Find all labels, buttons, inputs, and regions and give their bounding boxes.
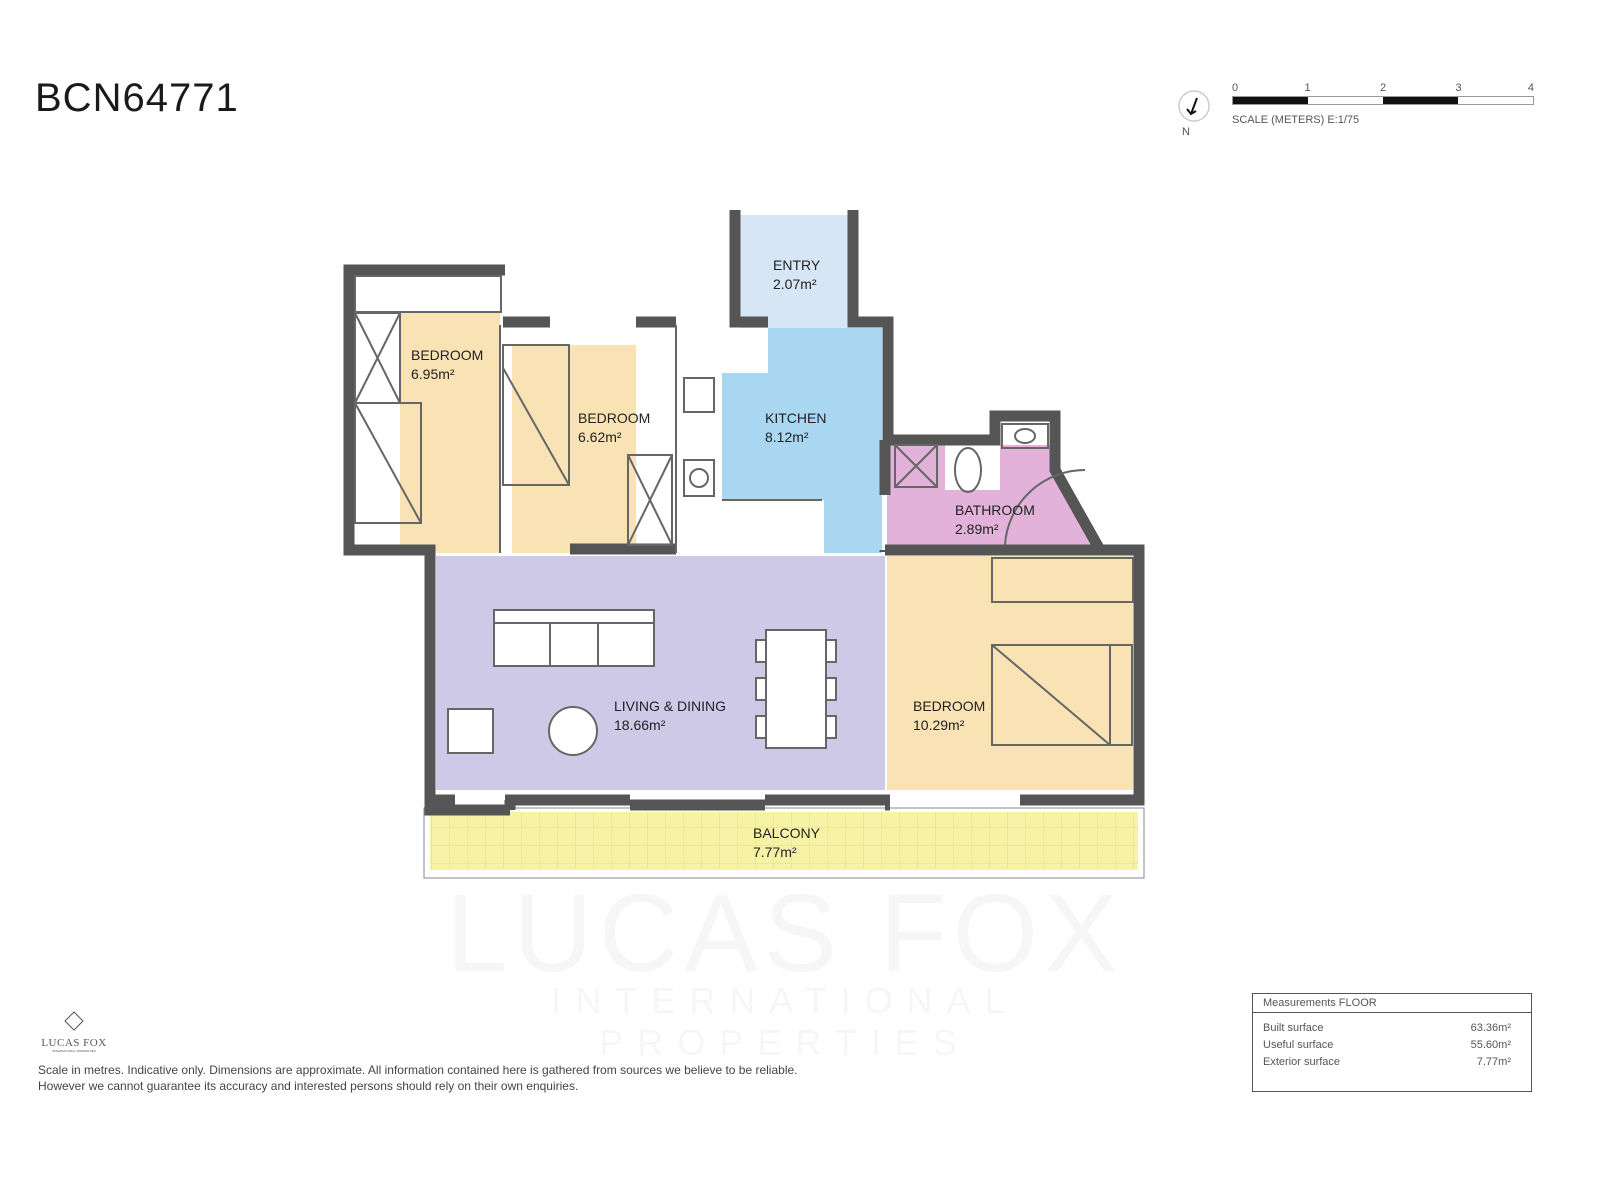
logo-sub: INTERNATIONAL PROPERTIES: [52, 1049, 96, 1053]
listing-reference-title: BCN64771: [35, 76, 239, 120]
measurement-value: 55.60m²: [1470, 1039, 1511, 1051]
diamond-logo-icon: [64, 1011, 84, 1031]
measurement-row: Built surface 63.36m²: [1253, 1020, 1531, 1037]
wall-segments: [430, 544, 1139, 810]
measurement-label: Exterior surface: [1263, 1056, 1341, 1068]
scale-tick: 1: [1304, 82, 1311, 94]
scale-tick: 0: [1231, 82, 1239, 94]
room-area-living: 18.66m²: [614, 717, 666, 733]
north-label: N: [1182, 126, 1190, 138]
room-name-bedroom-1: BEDROOM: [411, 347, 483, 363]
scale-tick: 2: [1379, 82, 1387, 94]
room-name-bedroom-2: BEDROOM: [578, 410, 650, 426]
scale-tick: 3: [1455, 82, 1462, 94]
room-fill-bedroom-1: [400, 313, 500, 553]
lucas-fox-logo: LUCAS FOX INTERNATIONAL PROPERTIES: [38, 1010, 110, 1053]
north-arrow-icon: N: [1178, 90, 1210, 138]
room-fill-kitchen: [722, 328, 882, 553]
room-area-balcony: 7.77m²: [753, 844, 797, 860]
disclaimer-line-1: Scale in metres. Indicative only. Dimens…: [38, 1063, 798, 1077]
measurement-label: Built surface: [1263, 1022, 1324, 1034]
logo-name: LUCAS FOX: [41, 1037, 107, 1049]
room-fill-bedroom-2: [512, 345, 636, 553]
room-name-bedroom-3: BEDROOM: [913, 698, 985, 714]
room-area-kitchen: 8.12m²: [765, 429, 809, 445]
measurement-row: Useful surface 55.60m²: [1253, 1037, 1531, 1054]
room-name-entry: ENTRY: [773, 257, 821, 273]
room-fill-bedroom-3: [887, 556, 1133, 790]
measurement-label: Useful surface: [1263, 1039, 1334, 1051]
measurement-value: 7.77m²: [1476, 1056, 1511, 1068]
scale-caption: SCALE (METERS) E:1/75: [1232, 114, 1360, 126]
room-area-entry: 2.07m²: [773, 276, 817, 292]
scale-tick: 4: [1527, 82, 1535, 94]
room-fill-entry: [740, 215, 848, 328]
walls: [343, 210, 1145, 816]
room-fill-bathroom: [887, 440, 1095, 545]
room-area-bathroom: 2.89m²: [955, 521, 999, 537]
measurement-value: 63.36m²: [1470, 1022, 1511, 1034]
room-area-bedroom-3: 10.29m²: [913, 717, 965, 733]
interior-lines: [354, 275, 1134, 756]
room-name-kitchen: KITCHEN: [765, 410, 826, 426]
measurement-row: Exterior surface 7.77m²: [1253, 1054, 1531, 1071]
room-name-bathroom: BATHROOM: [955, 502, 1035, 518]
measurements-header: Measurements FLOOR: [1253, 994, 1531, 1013]
room-area-bedroom-2: 6.62m²: [578, 429, 622, 445]
scale-bar: 0 1 2 3 4 SCALE (METERS) E:1/75: [1232, 82, 1534, 126]
room-area-bedroom-1: 6.95m²: [411, 366, 455, 382]
disclaimer: Scale in metres. Indicative only. Dimens…: [38, 1062, 798, 1094]
disclaimer-line-2: However we cannot guarantee its accuracy…: [38, 1079, 579, 1093]
room-name-living: LIVING & DINING: [614, 698, 726, 714]
room-name-balcony: BALCONY: [753, 825, 821, 841]
